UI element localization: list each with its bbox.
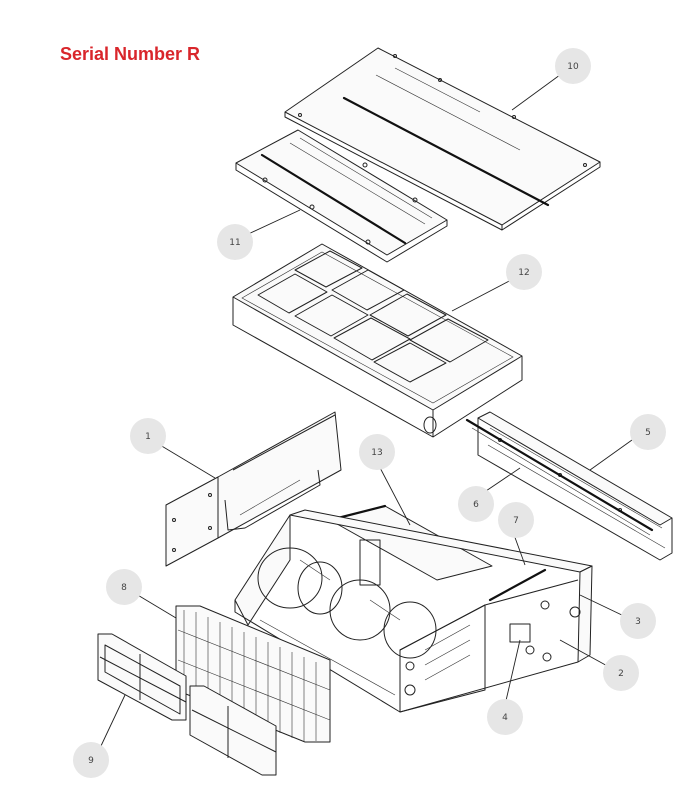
callout-10-label: 10 xyxy=(567,62,579,72)
callout-4-label: 4 xyxy=(502,713,508,723)
callout-8: 8 xyxy=(106,569,142,605)
callout-6-label: 6 xyxy=(473,500,479,510)
leader-lines xyxy=(99,71,633,749)
part-6-thin-rail xyxy=(465,418,654,536)
callout-7: 7 xyxy=(498,502,534,538)
callout-2: 2 xyxy=(603,655,639,691)
callout-9-label: 9 xyxy=(88,756,94,766)
callout-2-label: 2 xyxy=(618,669,624,679)
callout-3-label: 3 xyxy=(635,617,641,627)
callout-12: 12 xyxy=(506,254,542,290)
callout-3: 3 xyxy=(620,603,656,639)
callout-12-label: 12 xyxy=(518,268,529,278)
part-5-rail xyxy=(477,411,673,561)
callout-5-label: 5 xyxy=(645,428,651,438)
callout-1-label: 1 xyxy=(145,432,151,442)
part-8-grille xyxy=(175,605,331,743)
part-9-filter-frames xyxy=(97,633,277,776)
callout-13-label: 13 xyxy=(371,448,382,458)
callout-11-label: 11 xyxy=(229,238,240,248)
callout-1: 1 xyxy=(130,418,166,454)
callout-4: 4 xyxy=(487,699,523,735)
callout-9: 9 xyxy=(73,742,109,778)
callout-11: 11 xyxy=(217,224,253,260)
part-11-cover-panel xyxy=(235,129,448,263)
part-12-drain-pan xyxy=(232,243,523,438)
callout-10: 10 xyxy=(555,48,591,84)
callout-13: 13 xyxy=(359,434,395,470)
callout-7-label: 7 xyxy=(513,516,519,526)
callout-5: 5 xyxy=(630,414,666,450)
part-10-top-cover xyxy=(284,47,601,231)
part-1-side-panel xyxy=(165,411,342,567)
diagram-title: Serial Number R xyxy=(60,44,201,64)
callout-6: 6 xyxy=(458,486,494,522)
callout-8-label: 8 xyxy=(121,583,127,593)
